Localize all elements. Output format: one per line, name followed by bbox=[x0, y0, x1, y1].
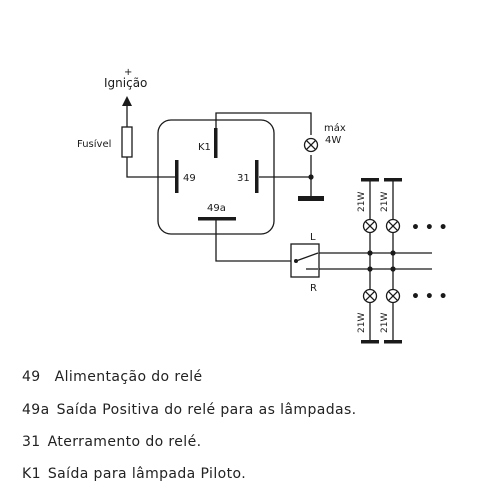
lamp-rating-bottom-1: 21W bbox=[357, 313, 367, 333]
ignition-label: Ignição bbox=[104, 76, 147, 90]
more-lamps-bottom: • • • bbox=[411, 289, 448, 305]
ground-bar-bottom-1 bbox=[361, 340, 379, 344]
fuse-symbol bbox=[121, 126, 133, 158]
junction-dot bbox=[308, 174, 314, 180]
switch-pivot-dot bbox=[294, 259, 298, 263]
terminal-31-bar bbox=[255, 160, 259, 193]
junction-dot bbox=[390, 266, 396, 272]
terminal-31-label: 31 bbox=[237, 173, 250, 184]
ground-bar-top-1 bbox=[361, 178, 379, 182]
terminal-49a-bar bbox=[198, 217, 236, 221]
wire-pilot-to-31 bbox=[259, 155, 312, 178]
pilot-watts-label: 4W bbox=[325, 135, 341, 146]
legend-text: Alimentação do relé bbox=[54, 369, 203, 385]
terminal-49-bar bbox=[175, 160, 179, 193]
switch-blade bbox=[295, 252, 319, 262]
terminal-49a-label: 49a bbox=[207, 203, 226, 214]
terminal-49-label: 49 bbox=[183, 173, 196, 184]
lamp-rating-bottom-2: 21W bbox=[380, 313, 390, 333]
pilot-lamp-icon bbox=[303, 137, 319, 153]
wire-49a-to-switch bbox=[215, 219, 291, 262]
wire-fuse-to-49 bbox=[126, 157, 175, 178]
lamp-rating-top-1: 21W bbox=[357, 192, 367, 212]
terminal-k1-bar bbox=[214, 128, 218, 158]
ignition-arrow bbox=[122, 96, 132, 127]
switch-right-label: R bbox=[310, 283, 317, 294]
ground-bar-top-2 bbox=[384, 178, 402, 182]
turn-switch-box bbox=[290, 243, 320, 278]
lamp-icon-bottom-2 bbox=[385, 288, 401, 304]
relay-k1-label: K1 bbox=[198, 142, 211, 153]
lamp-icon-top-1 bbox=[362, 218, 378, 234]
legend-code: 31 bbox=[22, 434, 41, 450]
junction-dot bbox=[390, 250, 396, 256]
switch-left-label: L bbox=[310, 232, 316, 243]
fuse-label: Fusível bbox=[77, 138, 111, 150]
legend-item-49a: 49a Saída Positiva do relé para as lâmpad… bbox=[22, 402, 357, 418]
ground-bar-bottom-2 bbox=[384, 340, 402, 344]
legend-item-49: 49 Alimentação do relé bbox=[22, 369, 203, 385]
pilot-ground-bar bbox=[298, 196, 324, 201]
legend-text: Aterramento do relé. bbox=[47, 434, 202, 450]
legend-code: K1 bbox=[22, 466, 41, 482]
legend-text: Saída Positiva do relé para as lâmpadas. bbox=[56, 402, 357, 418]
junction-dot bbox=[367, 250, 373, 256]
lamp-icon-top-2 bbox=[385, 218, 401, 234]
ignition-plus-label: + bbox=[124, 67, 132, 78]
wire-k1-to-pilot bbox=[215, 112, 312, 135]
legend-text: Saída para lâmpada Piloto. bbox=[47, 466, 247, 482]
junction-dot bbox=[367, 266, 373, 272]
relay-wiring-diagram: + Ignição Fusível K1 49 31 49a máx 4W L … bbox=[77, 67, 448, 344]
lamp-rating-top-2: 21W bbox=[380, 192, 390, 212]
legend-code: 49a bbox=[22, 402, 50, 418]
more-lamps-top: • • • bbox=[411, 220, 448, 236]
lamp-icon-bottom-1 bbox=[362, 288, 378, 304]
pilot-max-label: máx bbox=[324, 122, 346, 134]
legend-item-k1: K1 Saída para lâmpada Piloto. bbox=[22, 466, 246, 482]
legend-item-31: 31 Aterramento do relé. bbox=[22, 434, 201, 450]
legend-code: 49 bbox=[22, 369, 41, 385]
